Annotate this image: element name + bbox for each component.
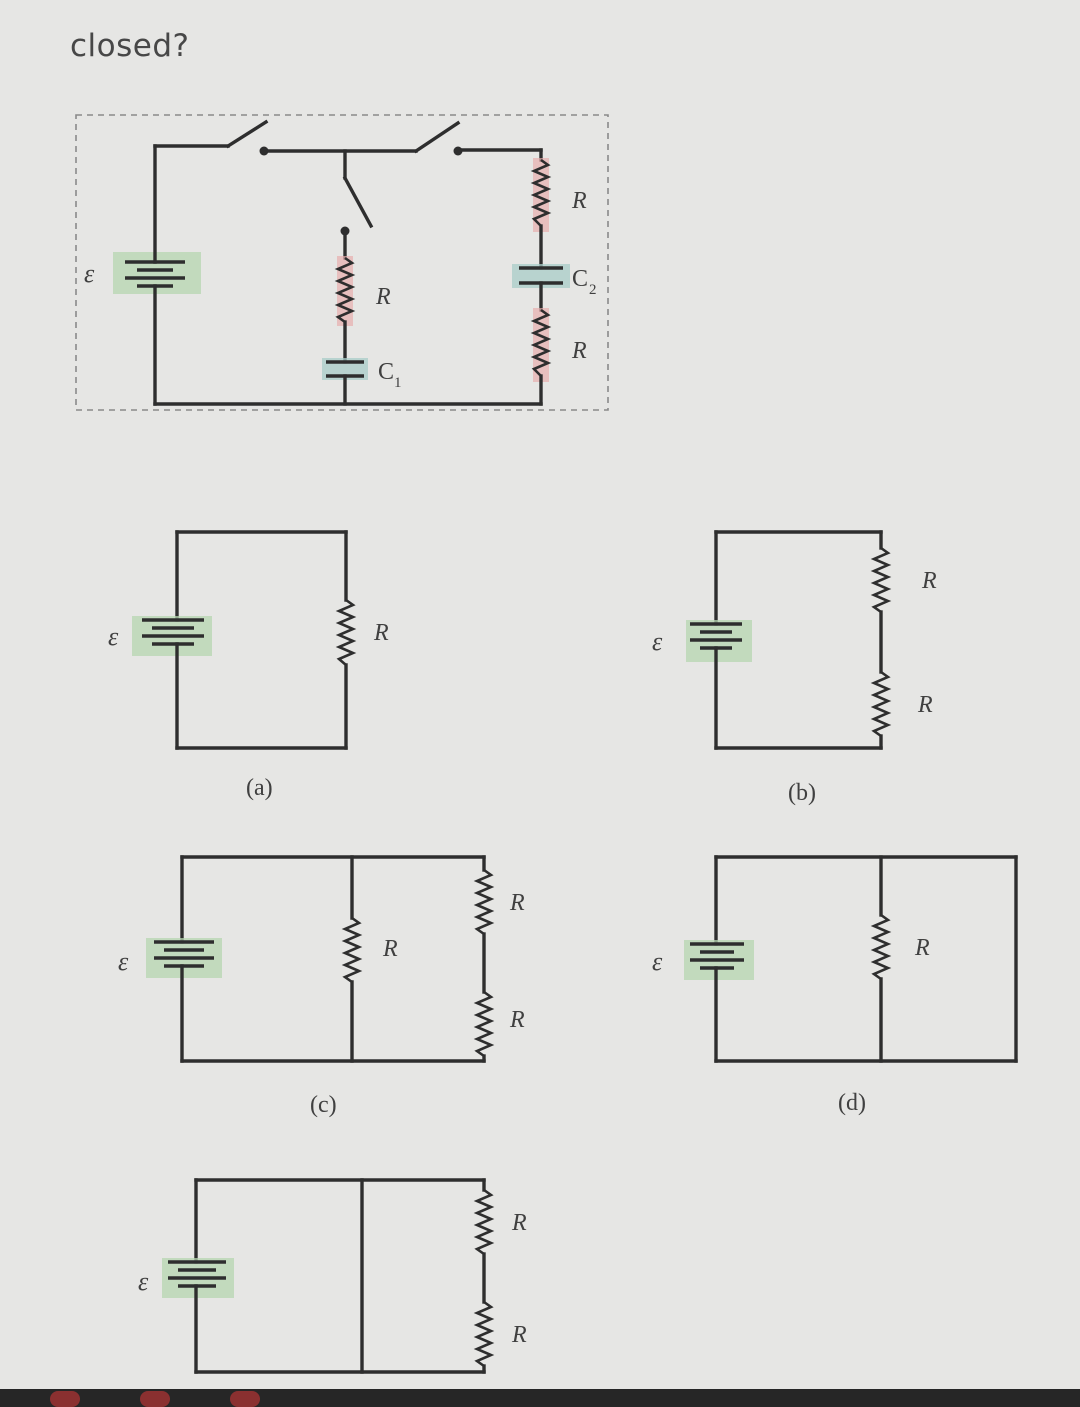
option-b-circuit: ε R R (b) xyxy=(652,530,937,806)
option-d-emf-label: ε xyxy=(652,947,663,976)
option-b-battery xyxy=(686,620,752,662)
option-c-middle-resistor-label: R xyxy=(382,936,398,962)
main-emf-label: ε xyxy=(84,259,95,288)
option-b-resistor-top-label: R xyxy=(921,568,937,594)
option-c-middle-resistor xyxy=(341,916,363,984)
main-circuit: ε R C 1 R xyxy=(75,114,609,411)
option-a-battery xyxy=(132,616,212,656)
option-c-emf-label: ε xyxy=(118,947,129,976)
option-b-emf-label: ε xyxy=(652,627,663,656)
option-c-right-top-label: R xyxy=(509,890,525,916)
option-e-battery xyxy=(162,1258,234,1298)
option-e-resistor-top-label: R xyxy=(511,1210,527,1236)
option-a-circuit: ε R (a) xyxy=(108,530,389,801)
option-b-caption: (b) xyxy=(788,780,816,806)
option-c-circuit: ε R R R (c) xyxy=(118,855,525,1118)
monitor-bezel xyxy=(0,1389,1080,1407)
option-d-battery xyxy=(684,940,754,980)
c2-label: C xyxy=(572,266,588,292)
middle-resistor xyxy=(334,256,356,326)
main-circuit-frame xyxy=(75,114,609,411)
bezel-reflection xyxy=(50,1391,80,1407)
option-e-emf-label: ε xyxy=(138,1267,149,1296)
option-d-resistor xyxy=(870,913,892,981)
right-resistor-top-label: R xyxy=(571,188,587,214)
option-a-resistor-label: R xyxy=(373,620,389,646)
option-c-battery xyxy=(146,938,222,978)
c1-label: C xyxy=(378,359,394,385)
question-text: closed? xyxy=(70,28,190,64)
right-resistor-top xyxy=(530,158,552,232)
option-d-circuit: ε R (d) xyxy=(652,855,1018,1116)
switch-s3 xyxy=(342,175,374,229)
c1-subscript: 1 xyxy=(394,375,402,391)
option-c-right-bottom-label: R xyxy=(509,1007,525,1033)
option-d-caption: (d) xyxy=(838,1090,866,1116)
option-a-caption: (a) xyxy=(246,775,273,801)
option-c-right-resistor-top xyxy=(473,868,495,936)
option-e-resistor-bottom-label: R xyxy=(511,1322,527,1348)
option-e-resistor-top xyxy=(473,1188,495,1256)
option-c-caption: (c) xyxy=(310,1092,337,1118)
option-d-resistor-label: R xyxy=(914,935,930,961)
switch-s2 xyxy=(413,120,461,154)
switch-s1 xyxy=(225,119,269,149)
right-resistor-bottom xyxy=(530,308,552,382)
option-b-resistor-bottom-label: R xyxy=(917,692,933,718)
middle-resistor-label: R xyxy=(375,284,391,310)
c2-subscript: 2 xyxy=(589,282,597,298)
option-e-resistor-bottom xyxy=(473,1300,495,1368)
option-b-resistor-bottom xyxy=(870,670,892,738)
option-a-emf-label: ε xyxy=(108,622,119,651)
main-battery xyxy=(113,144,201,406)
bezel-reflection xyxy=(140,1391,170,1407)
option-e-circuit: ε R R xyxy=(138,1178,527,1374)
option-a-resistor xyxy=(335,598,357,666)
right-resistor-bottom-label: R xyxy=(571,338,587,364)
bezel-reflection xyxy=(230,1391,260,1407)
option-b-resistor-top xyxy=(870,546,892,614)
option-c-right-resistor-bottom xyxy=(473,990,495,1058)
capacitor-c1 xyxy=(322,358,368,380)
